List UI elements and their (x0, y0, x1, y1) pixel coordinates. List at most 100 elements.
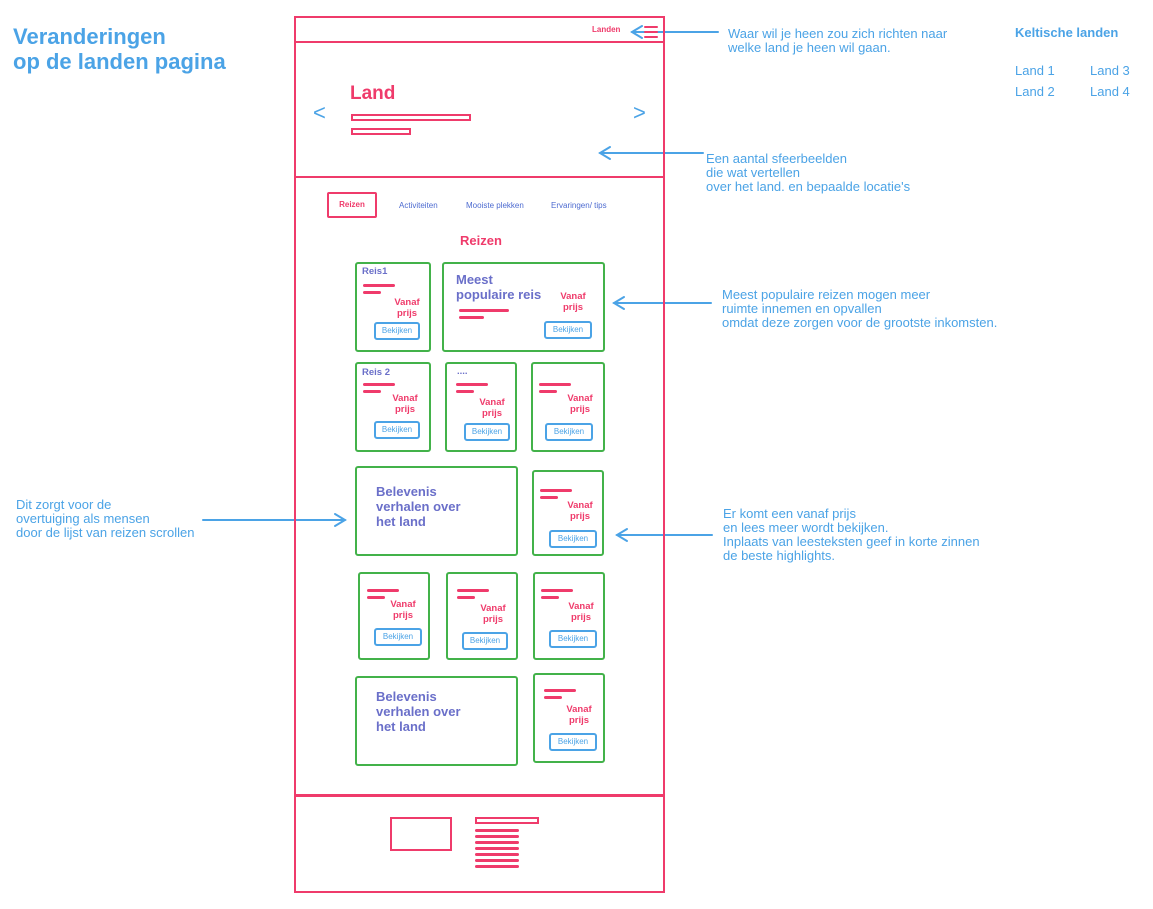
bekijken-button[interactable]: Bekijken (549, 733, 597, 751)
trip-card[interactable]: Vanaf prijs Bekijken (358, 572, 430, 660)
country-menu: Keltische landen Land 1 Land 3 Land 2 La… (1015, 25, 1130, 99)
annotation-line: en lees meer wordt bekijken. (723, 520, 889, 535)
annotation-line: de beste highlights. (723, 548, 836, 563)
bekijken-button[interactable]: Bekijken (374, 628, 422, 646)
trip-card-price: Vanaf prijs (566, 704, 592, 726)
footer-text-lines (475, 829, 519, 871)
annotation-line: Waar wil je heen zou zich richten naar (728, 26, 948, 41)
trip-card-price: Vanaf prijs (392, 393, 418, 415)
trip-card-price: Vanaf prijs (567, 393, 593, 415)
bekijken-button[interactable]: Bekijken (545, 423, 593, 441)
bekijken-button[interactable]: Bekijken (549, 630, 597, 648)
trip-card-price: Vanaf prijs (390, 599, 416, 621)
country-menu-item[interactable]: Land 4 (1090, 84, 1130, 99)
arrow-hero (598, 146, 704, 160)
footer-heading-line (475, 817, 539, 824)
trip-card[interactable]: Vanaf prijs Bekijken (446, 572, 518, 660)
popular-trip-title: Meest populaire reis (456, 272, 542, 302)
story-card[interactable]: Belevenis verhalen over het land (355, 676, 518, 766)
bekijken-button[interactable]: Bekijken (374, 322, 420, 340)
text-line (459, 309, 509, 312)
annotation-line: welke land je heen wil gaan. (728, 40, 891, 55)
tab-activiteiten[interactable]: Activiteiten (399, 201, 438, 210)
trip-card-title: Reis1 (362, 266, 388, 277)
trip-card[interactable]: Vanaf prijs Bekijken (533, 572, 605, 660)
text-line (539, 390, 557, 393)
trip-card-price: Vanaf prijs (480, 603, 506, 625)
text-line (540, 489, 572, 492)
annotation-line: Inplaats van leesteksten geef in korte z… (723, 534, 980, 549)
country-menu-item[interactable]: Land 1 (1015, 63, 1055, 78)
country-menu-item[interactable]: Land 2 (1015, 84, 1055, 99)
bekijken-button[interactable]: Bekijken (462, 632, 508, 650)
trip-card-title: .... (457, 366, 468, 377)
trip-card[interactable]: Reis1 Vanaf prijs Bekijken (355, 262, 431, 352)
bekijken-button[interactable]: Bekijken (549, 530, 597, 548)
annotation-line: Dit zorgt voor de (16, 497, 112, 512)
arrow-popular (612, 296, 712, 310)
bekijken-button[interactable]: Bekijken (464, 423, 510, 441)
bekijken-button[interactable]: Bekijken (544, 321, 592, 339)
annotation-hero: Een aantal sfeerbeelden die wat vertelle… (706, 152, 910, 194)
text-line (363, 383, 395, 386)
text-line (363, 284, 395, 287)
annotation-popular: Meest populaire reizen mogen meer ruimte… (722, 288, 997, 330)
annotation-line: Een aantal sfeerbeelden (706, 151, 847, 166)
annotation-line: die wat vertellen (706, 165, 800, 180)
story-card-title: Belevenis verhalen over het land (376, 484, 461, 529)
annotation-line: over het land. en bepaalde locatie's (706, 179, 911, 194)
hero-text-line (351, 128, 411, 135)
text-line (544, 689, 576, 692)
nav-bar (294, 16, 665, 43)
country-menu-title: Keltische landen (1015, 25, 1119, 40)
annotation-line: overtuiging als mensen (16, 511, 150, 526)
annotation-line: Er komt een vanaf prijs (723, 506, 856, 521)
page-heading: Veranderingen op de landen pagina (13, 24, 226, 74)
story-card[interactable]: Belevenis verhalen over het land (355, 466, 518, 556)
hero-text-line (351, 114, 471, 121)
country-menu-item[interactable]: Land 3 (1090, 63, 1130, 78)
text-line (457, 596, 475, 599)
story-card-title: Belevenis verhalen over het land (376, 689, 461, 734)
annotation-line: door de lijst van reizen scrollen (16, 525, 195, 540)
tab-mooiste-plekken[interactable]: Mooiste plekken (466, 201, 524, 210)
text-line (540, 496, 558, 499)
heading-line-2: op de landen pagina (13, 49, 226, 74)
arrow-stories (202, 513, 347, 527)
trip-card[interactable]: Reis 2 Vanaf prijs Bekijken (355, 362, 431, 452)
trip-card[interactable]: Vanaf prijs Bekijken (532, 470, 604, 556)
annotation-stories: Dit zorgt voor de overtuiging als mensen… (16, 498, 194, 540)
text-line (363, 291, 381, 294)
text-line (456, 383, 488, 386)
bekijken-button[interactable]: Bekijken (374, 421, 420, 439)
annotation-price: Er komt een vanaf prijs en lees meer wor… (723, 507, 980, 563)
text-line (363, 390, 381, 393)
heading-line-1: Veranderingen (13, 24, 166, 49)
hero-section (294, 43, 665, 178)
annotation-line: Meest populaire reizen mogen meer (722, 287, 931, 302)
tab-reizen[interactable]: Reizen (327, 192, 377, 218)
tab-reizen-label: Reizen (339, 200, 365, 209)
hero-prev-icon[interactable]: < (313, 100, 326, 125)
hero-title: Land (350, 83, 396, 104)
hamburger-icon[interactable] (644, 26, 658, 38)
trip-card[interactable]: Vanaf prijs Bekijken (533, 673, 605, 763)
trip-card[interactable]: .... Vanaf prijs Bekijken (445, 362, 517, 452)
footer-section (294, 794, 665, 797)
text-line (367, 589, 399, 592)
popular-trip-card[interactable]: Meest populaire reis Vanaf prijs Bekijke… (442, 262, 605, 352)
tab-ervaringen-tips[interactable]: Ervaringen/ tips (551, 201, 607, 210)
nav-landen-link[interactable]: Landen (592, 25, 621, 34)
text-line (541, 596, 559, 599)
trip-card-price: Vanaf prijs (394, 297, 420, 319)
wireframe-page (294, 16, 665, 893)
text-line (544, 696, 562, 699)
hero-next-icon[interactable]: > (633, 100, 646, 125)
text-line (459, 316, 484, 319)
annotation-line: omdat deze zorgen voor de grootste inkom… (722, 315, 998, 330)
trip-card-price: Vanaf prijs (567, 500, 593, 522)
text-line (539, 383, 571, 386)
section-title: Reizen (460, 233, 502, 248)
trip-card[interactable]: Vanaf prijs Bekijken (531, 362, 605, 452)
trip-card-title: Reis 2 (362, 367, 390, 378)
